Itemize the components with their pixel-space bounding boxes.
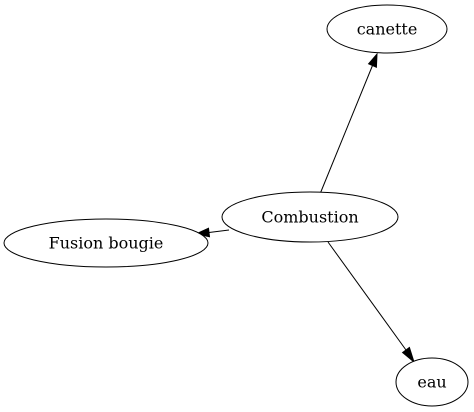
node-label: canette xyxy=(357,20,418,39)
arrowhead-icon xyxy=(401,346,415,364)
node-eau: eau xyxy=(395,357,469,407)
node-ellipse xyxy=(395,357,469,407)
node-label: eau xyxy=(417,373,446,392)
node-label: Fusion bougie xyxy=(49,234,164,253)
arrowhead-icon xyxy=(367,52,378,68)
edge-combustion-to-canette xyxy=(319,52,378,195)
node-ellipse xyxy=(221,191,399,243)
edge-line xyxy=(319,65,373,195)
node-ellipse xyxy=(3,218,209,268)
edge-line xyxy=(327,241,407,351)
node-canette: canette xyxy=(326,4,448,54)
node-label: Combustion xyxy=(261,208,358,227)
edge-line xyxy=(208,229,230,233)
edge-combustion-to-eau xyxy=(327,241,415,364)
node-fusion-bougie: Fusion bougie xyxy=(3,218,209,268)
node-combustion: Combustion xyxy=(221,191,399,243)
node-ellipse xyxy=(326,4,448,54)
